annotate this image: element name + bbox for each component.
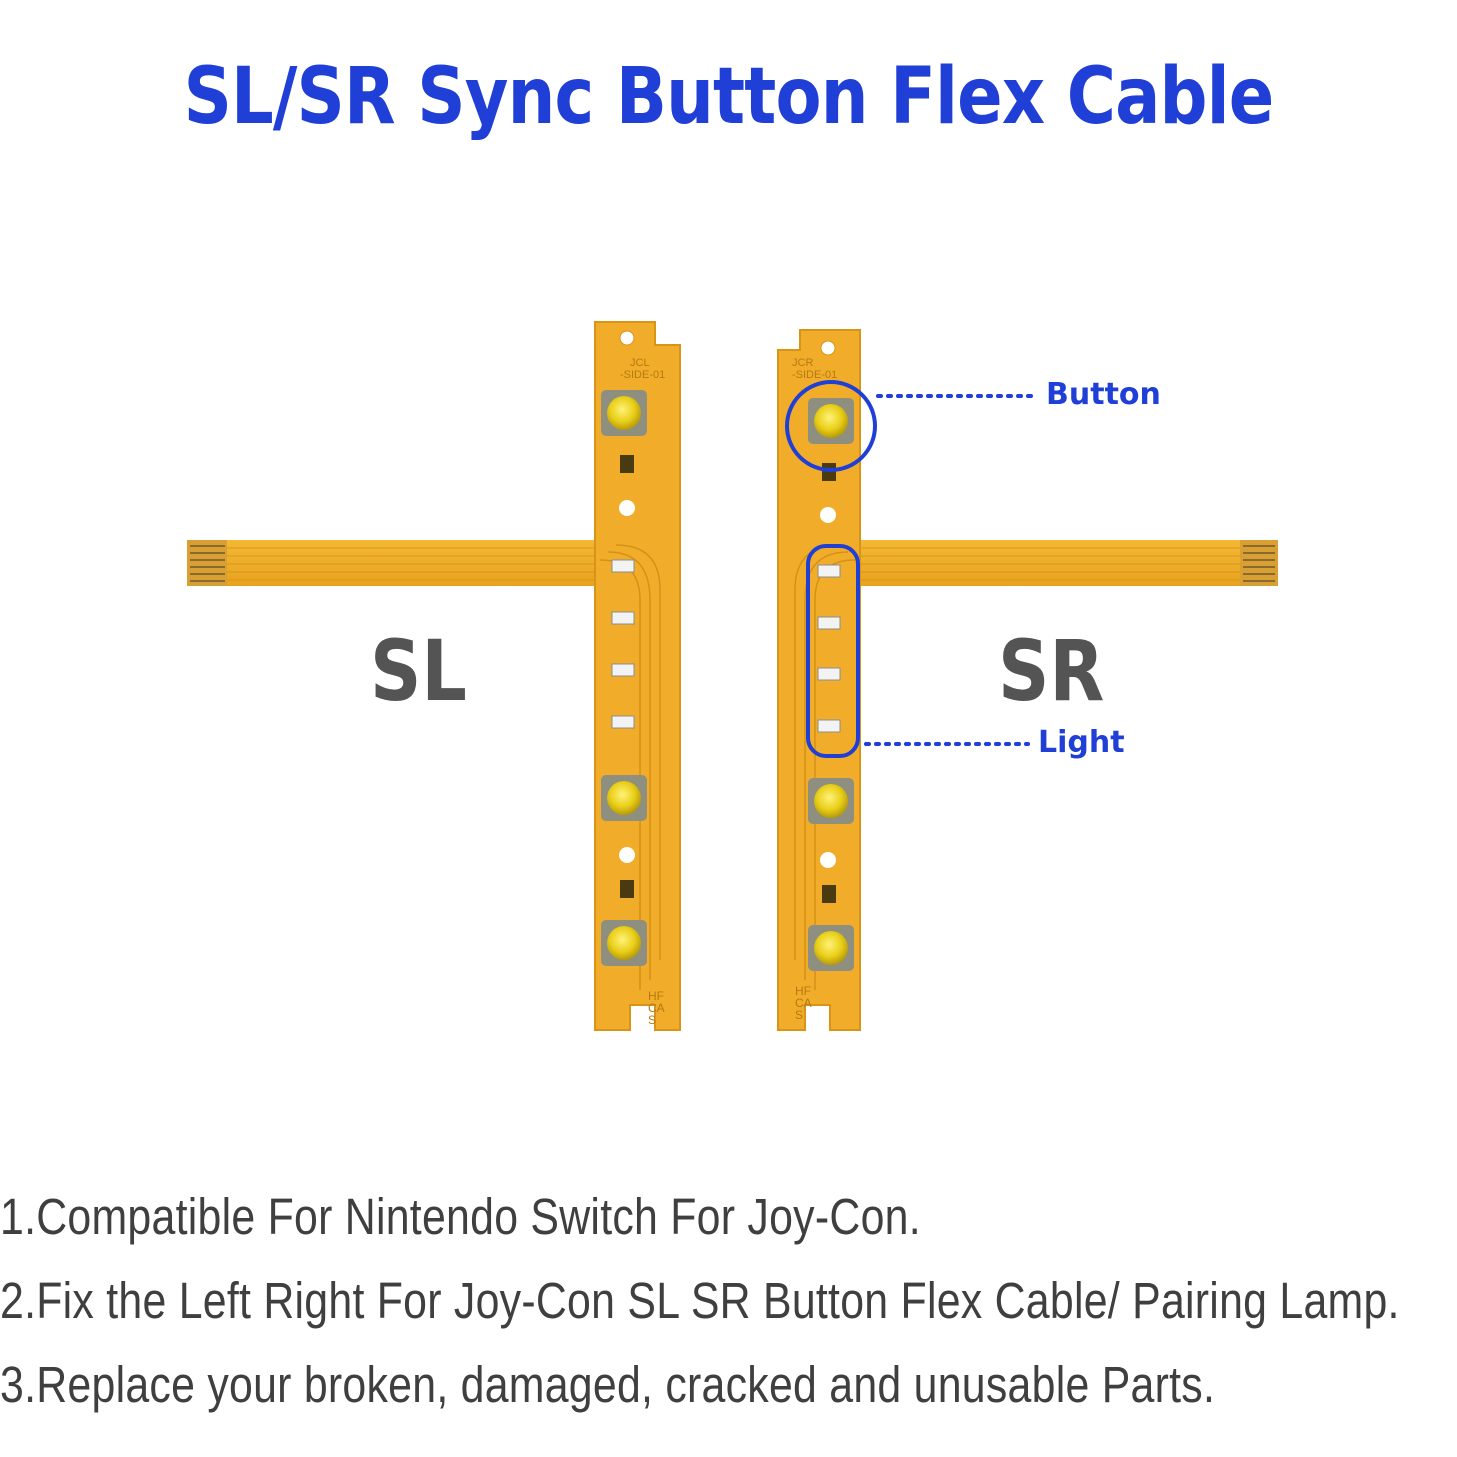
sl-pcb-mark-2: CA bbox=[648, 1001, 665, 1015]
sl-label: SL bbox=[370, 622, 467, 720]
feature-item-1: 1.Compatible For Nintendo Switch For Joy… bbox=[0, 1188, 921, 1245]
feature-item-3: 3.Replace your broken, damaged, cracked … bbox=[0, 1356, 1216, 1413]
sl-connector bbox=[187, 540, 227, 586]
product-photo: JCL -SIDE-01 HF CA S bbox=[0, 300, 1457, 1060]
flex-cable-illustration: JCL -SIDE-01 HF CA S bbox=[187, 321, 1278, 1031]
button-highlight-circle bbox=[785, 380, 877, 472]
button-callout-label: Button bbox=[1046, 377, 1161, 412]
sr-ribbon bbox=[858, 540, 1243, 586]
sl-button-bot bbox=[601, 920, 647, 966]
sl-button-top bbox=[601, 390, 647, 436]
feature-list: 1.Compatible For Nintendo Switch For Joy… bbox=[0, 1175, 1457, 1427]
sl-pcb-print-2: -SIDE-01 bbox=[620, 369, 665, 381]
sl-pcb-mark-3: S bbox=[648, 1013, 656, 1027]
sr-flex-cable: JCR -SIDE-01 HF CA S bbox=[777, 329, 1278, 1031]
sl-pcb-print-1: JCL bbox=[630, 357, 650, 369]
sl-strip bbox=[594, 321, 681, 1031]
sl-button-mid bbox=[601, 775, 647, 821]
sr-pcb-print-2: -SIDE-01 bbox=[792, 369, 837, 381]
sr-label: SR bbox=[998, 622, 1105, 720]
sl-ribbon bbox=[225, 540, 600, 586]
sr-pcb-mark-2: CA bbox=[795, 996, 812, 1010]
light-highlight-box bbox=[806, 544, 860, 758]
sr-pcb-print-1: JCR bbox=[792, 357, 813, 369]
sr-button-bot bbox=[808, 925, 854, 971]
sr-button-top bbox=[808, 398, 854, 444]
sr-button-mid bbox=[808, 778, 854, 824]
sr-connector bbox=[1240, 540, 1278, 586]
sl-flex-cable: JCL -SIDE-01 HF CA S bbox=[187, 321, 681, 1031]
sl-pcb-mark-1: HF bbox=[648, 989, 664, 1003]
light-callout-label: Light bbox=[1038, 725, 1125, 760]
feature-item-2: 2.Fix the Left Right For Joy-Con SL SR B… bbox=[0, 1272, 1400, 1329]
page-title: SL/SR Sync Button Flex Cable bbox=[183, 52, 1275, 142]
sr-pcb-mark-3: S bbox=[795, 1008, 803, 1022]
sr-pcb-mark-1: HF bbox=[795, 984, 811, 998]
